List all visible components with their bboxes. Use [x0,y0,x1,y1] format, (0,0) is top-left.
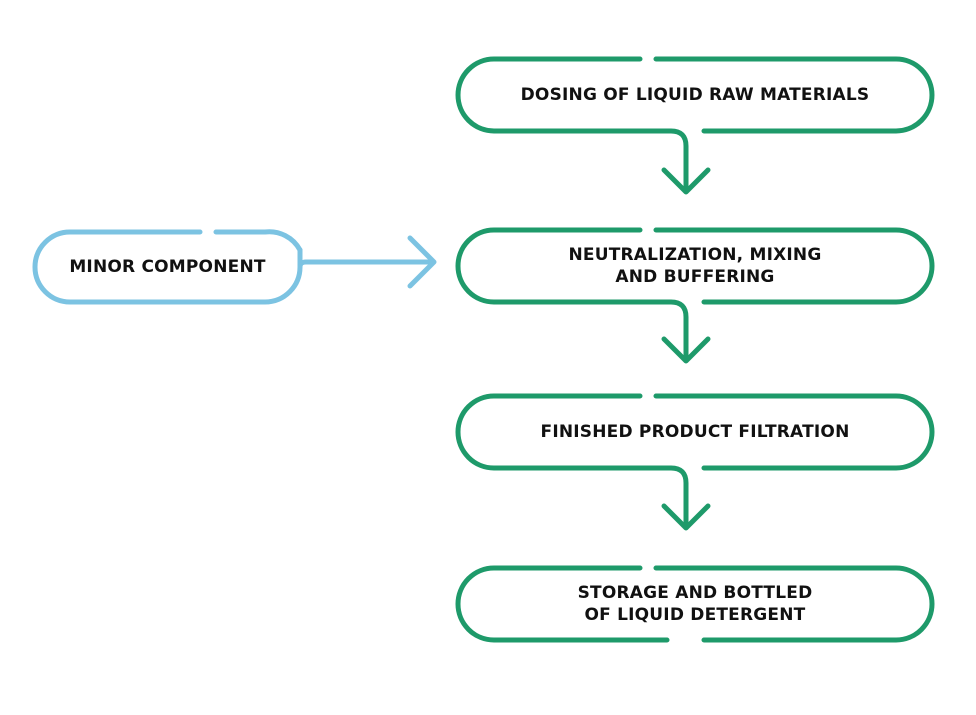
step-label-1: DOSING OF LIQUID RAW MATERIALS [458,59,932,131]
arrow-down-icon-3 [661,503,711,531]
arrow-down-icon-1 [661,167,711,195]
step-label-4: STORAGE AND BOTTLED OF LIQUID DETERGENT [458,568,932,640]
arrow-right-icon [407,235,437,289]
step-2-line-1: NEUTRALIZATION, MIXING [568,245,822,265]
step-box-2 [455,227,935,362]
step-label-2: NEUTRALIZATION, MIXING AND BUFFERING [458,230,932,302]
step-4-line-2: OF LIQUID DETERGENT [584,605,806,625]
step-box-4 [455,565,935,643]
step-label-3: FINISHED PRODUCT FILTRATION [458,396,932,468]
step-2-line-2: AND BUFFERING [615,267,775,287]
step-box-1 [455,56,935,193]
arrow-down-icon-2 [661,336,711,364]
step-4-line-1: STORAGE AND BOTTLED [577,583,813,603]
step-box-3 [455,393,935,529]
step-3-line-1: FINISHED PRODUCT FILTRATION [540,422,850,442]
side-input-box [32,229,435,305]
side-input-label: MINOR COMPONENT [37,232,298,302]
step-1-line-1: DOSING OF LIQUID RAW MATERIALS [520,85,870,105]
side-input-line-1: MINOR COMPONENT [69,257,266,277]
